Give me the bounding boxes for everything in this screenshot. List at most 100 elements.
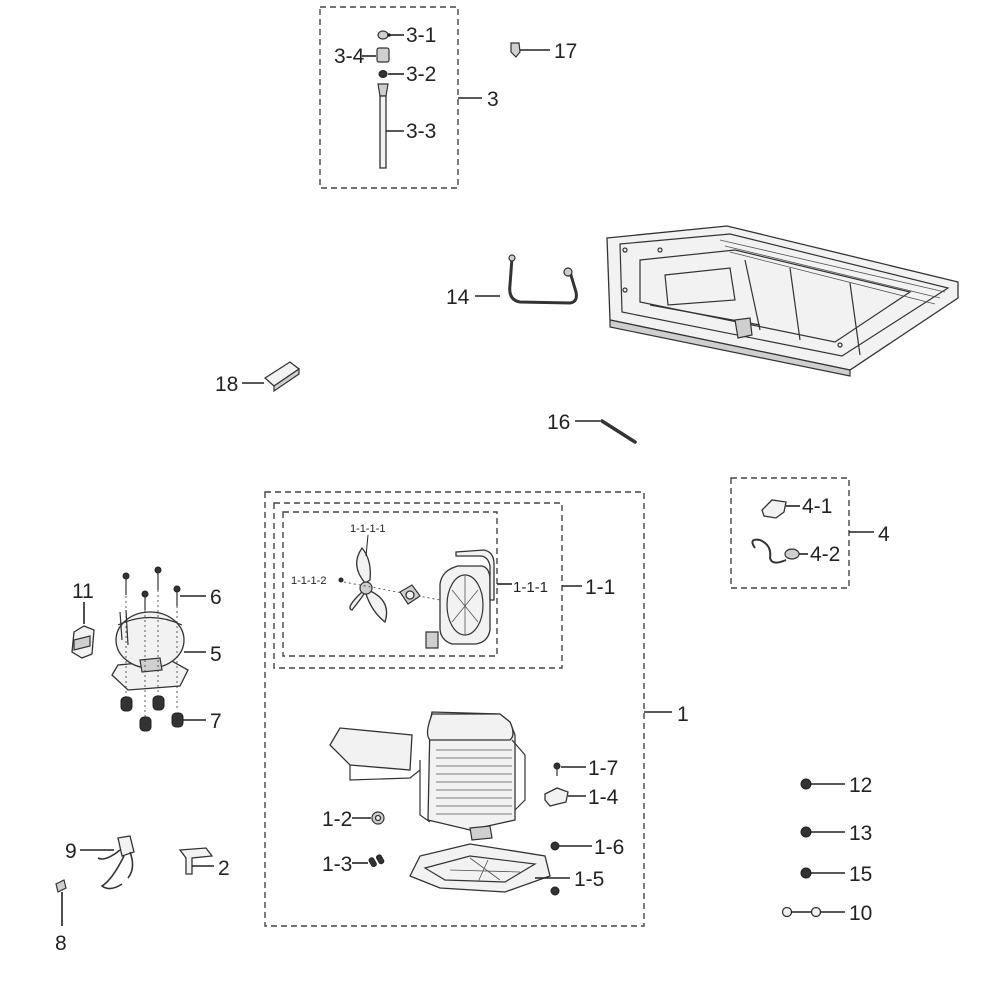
callout-8: 8	[55, 932, 67, 955]
part-14: 14	[446, 254, 578, 309]
evaporator-fins	[436, 749, 512, 815]
part-14-end-1	[508, 254, 516, 262]
drain-pan-ribs	[449, 857, 521, 883]
evaporator-pipe	[349, 765, 421, 781]
group-4-box	[730, 477, 850, 589]
callout-4: 4	[878, 523, 890, 546]
callout-2: 2	[218, 857, 230, 880]
callout-1: 1	[677, 703, 689, 726]
chassis-floor	[639, 249, 912, 343]
callout-1-2: 1-2	[322, 808, 352, 831]
callout-1-5: 1-5	[574, 868, 604, 891]
part-5-base-plate	[111, 659, 189, 691]
part-10: 10	[781, 902, 872, 925]
part-3-3-connector	[377, 83, 389, 97]
fan-blade-left	[349, 591, 365, 611]
callout-1-1-1-1: 1-1-1-1	[350, 523, 385, 535]
callout-3: 3	[487, 88, 499, 111]
part-9-wires	[97, 849, 134, 890]
drain-pan-inner	[423, 855, 537, 883]
part-3-2-fitting	[378, 70, 388, 78]
bolt-guide-lines	[125, 590, 178, 720]
part-3-4-nut	[376, 47, 390, 63]
callout-6: 6	[210, 586, 222, 609]
leader-1-1-1-1	[365, 534, 369, 557]
part-14-end-2	[563, 267, 573, 277]
chassis-hole-2	[622, 287, 628, 293]
bolt-4-head	[173, 585, 181, 593]
part-4-1-clip	[761, 499, 787, 519]
callout-7: 7	[210, 710, 222, 733]
part-10-washer-b	[810, 906, 822, 918]
group-1: 1 1-1 1-1-1 1-1-1-1 1-1-1-2	[264, 491, 689, 927]
part-8-clip	[55, 879, 67, 893]
callout-12: 12	[849, 774, 872, 797]
callout-4-1: 4-1	[802, 495, 832, 518]
callout-3-2: 3-2	[406, 63, 436, 86]
part-6-bolts	[122, 566, 181, 610]
part-13: 13	[800, 822, 872, 845]
callout-3-1: 3-1	[406, 24, 436, 47]
callout-1-1-1: 1-1-1	[513, 579, 548, 596]
part-1-4-block	[544, 787, 569, 807]
callout-3-3: 3-3	[406, 120, 436, 143]
chassis-frame	[606, 225, 959, 377]
callout-1-3: 1-3	[322, 853, 352, 876]
part-5-compressor-pipes	[119, 609, 129, 646]
part-2-bracket	[178, 847, 214, 875]
part-9-relay	[117, 835, 135, 857]
callout-15: 15	[849, 863, 872, 886]
part-1-3-spring-a	[368, 857, 377, 868]
part-1-5-drain-pan	[409, 843, 560, 896]
part-16-rod	[600, 419, 637, 444]
grommet-1	[120, 696, 133, 712]
leader-3-1-dot	[387, 33, 391, 37]
callout-1-4: 1-4	[588, 786, 619, 809]
fan-axis-line	[343, 581, 441, 601]
bolt-1-head	[122, 572, 130, 580]
fan-hub	[359, 581, 373, 595]
callout-3-4: 3-4	[334, 45, 365, 68]
bolt-2-head	[154, 566, 162, 574]
fan-blade-upper	[356, 546, 371, 584]
evaporator-drain	[469, 825, 493, 841]
part-17-plug	[510, 42, 521, 58]
grommet-3	[139, 716, 152, 732]
evaporator-top-cap	[426, 713, 514, 741]
part-4-2-wire	[751, 538, 787, 564]
callout-17: 17	[554, 40, 577, 63]
evaporator-assembly	[329, 711, 526, 841]
fan-shroud	[425, 549, 495, 649]
part-3-3-tube	[379, 95, 387, 169]
part-8: 8	[55, 879, 67, 955]
chassis-inner-rim	[619, 233, 950, 357]
group-4: 4 4-1 4-2	[730, 477, 890, 589]
fan-blade-lower	[365, 589, 388, 624]
part-13-plug	[800, 826, 812, 838]
part-14-pipe	[508, 257, 578, 305]
callout-1-1-1-2: 1-1-1-2	[291, 575, 326, 587]
part-15-plug	[800, 867, 812, 879]
group-1-box	[264, 491, 645, 927]
callout-1-7: 1-7	[588, 757, 618, 780]
part-18: 18	[215, 361, 301, 396]
callout-11: 11	[72, 580, 94, 603]
chassis-hole-1	[622, 247, 628, 253]
part-1-3-spring-b	[375, 854, 385, 865]
compressor-assembly: 6 5 7 11	[71, 566, 222, 733]
part-7-grommets	[120, 695, 184, 732]
part-1-1-1-1-fan-blade	[349, 546, 388, 624]
callout-5: 5	[210, 643, 222, 666]
part-12-plug	[800, 778, 812, 790]
part-9: 9	[65, 835, 135, 890]
fan-motor-shaft	[405, 590, 415, 600]
part-5-terminal-box	[139, 657, 163, 673]
part-18-side	[273, 367, 300, 393]
part-3-1-cap	[377, 30, 389, 40]
fan-shroud-ring	[446, 574, 484, 636]
chassis-tab	[734, 317, 753, 339]
drain-pan-foot	[550, 886, 560, 896]
fan-shroud-duct	[455, 549, 495, 601]
group-3: 3 3-1 3-4 3-2 3-3	[319, 6, 499, 189]
grommet-4	[171, 712, 184, 728]
